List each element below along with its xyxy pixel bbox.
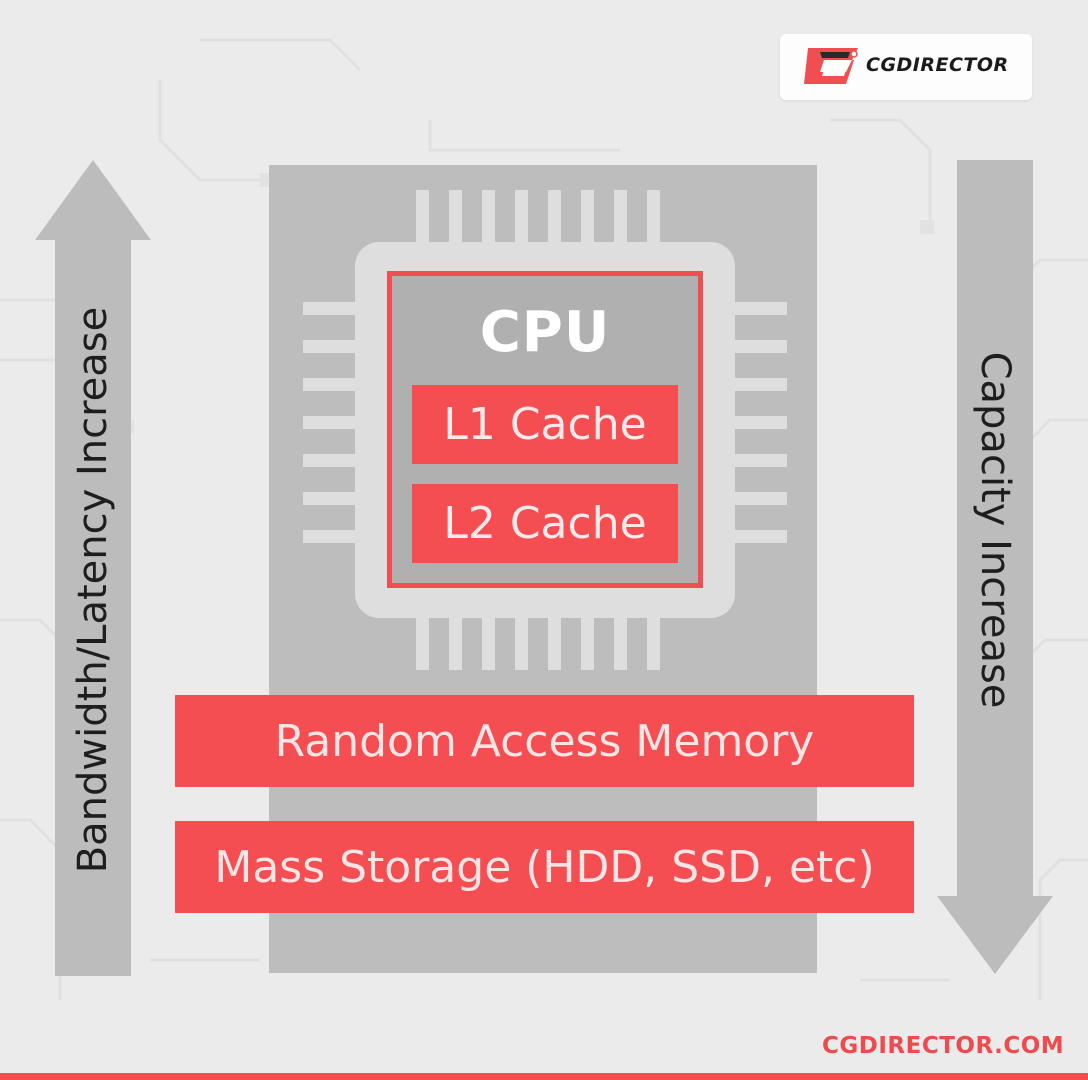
storage-tier: Mass Storage (HDD, SSD, etc) [175, 821, 914, 913]
l2-cache-label: L2 Cache [443, 498, 647, 549]
l1-cache-block: L1 Cache [412, 385, 678, 464]
bottom-accent-line [0, 1073, 1088, 1080]
storage-label: Mass Storage (HDD, SSD, etc) [214, 841, 875, 893]
brand-logo[interactable]: CGDIRECTOR [780, 34, 1032, 100]
ram-tier: Random Access Memory [175, 695, 914, 787]
cgdirector-logo-icon [804, 48, 858, 84]
logo-text: CGDIRECTOR [866, 54, 1009, 76]
l2-cache-block: L2 Cache [412, 484, 678, 563]
arrow-down-icon [937, 160, 1053, 974]
cpu-label: CPU [479, 300, 611, 365]
arrow-up-icon [35, 160, 151, 976]
l1-cache-label: L1 Cache [443, 399, 647, 450]
website-link[interactable]: CGDIRECTOR.COM [822, 1033, 1065, 1059]
ram-label: Random Access Memory [274, 715, 815, 767]
